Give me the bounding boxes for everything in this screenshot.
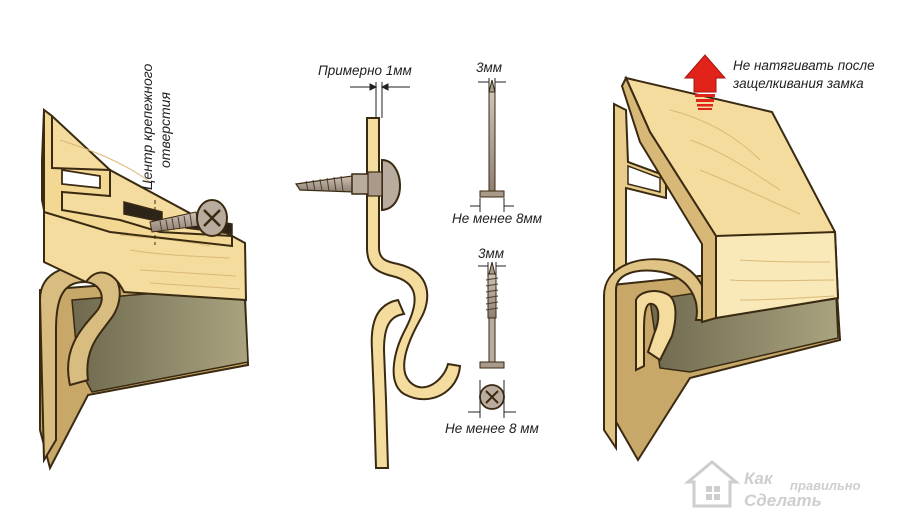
house-logo-icon — [683, 460, 741, 508]
screw-top-dimension — [478, 262, 506, 276]
watermark-line2: правильно — [790, 478, 861, 493]
profile-hook — [370, 298, 406, 469]
nail-top-label: 3мм — [476, 60, 502, 75]
hole-center-label-line2: отверстия — [157, 92, 173, 168]
profile-outline — [366, 117, 462, 401]
screw-top-label: 3мм — [478, 246, 504, 261]
screw-head-label: Не менее 8 мм — [445, 421, 539, 436]
right-notch-slot — [627, 164, 661, 193]
left-wood-grain — [59, 139, 241, 290]
wood-screw-icon: 3мм Не менее 8 мм — [445, 246, 539, 436]
watermark-line1: Как — [744, 469, 774, 488]
watermark: Как правильно Сделать — [683, 460, 861, 510]
notch-slot — [61, 168, 101, 189]
gap-dimension — [350, 82, 410, 118]
right-panel-bend — [715, 230, 840, 320]
right-panel-underside — [620, 75, 717, 324]
profile-cross-section: Примерно 1мм — [294, 63, 462, 469]
gap-approx-label: Примерно 1мм — [318, 63, 412, 78]
left-panel-face — [41, 108, 248, 302]
right-inner-curl — [635, 290, 677, 372]
hole-center-label-line1: Центр крепежного — [139, 63, 155, 190]
warning-label-line2: защелкивания замка — [732, 76, 864, 91]
right-wood-grain — [669, 109, 835, 301]
nail-head-label: Не менее 8мм — [452, 211, 542, 226]
warning-label-line1: Не натягивать после — [733, 58, 875, 73]
right-siding-panel: Не натягивать после защелкивания замка — [603, 54, 875, 462]
self-tapping-screw-icon — [149, 199, 228, 237]
nail-head-dimension — [470, 198, 514, 212]
nail-top-dimension — [478, 78, 506, 92]
wood-screw-side-icon — [294, 158, 401, 212]
lock-shadow — [71, 285, 249, 393]
watermark-line3: Сделать — [744, 491, 822, 510]
screw-head-dimension — [468, 380, 516, 418]
roofing-nail-icon: 3мм Не менее 8мм — [452, 60, 542, 226]
left-siding-panel: Центр крепежного отверстия — [38, 63, 250, 471]
up-arrow-icon — [683, 54, 727, 110]
